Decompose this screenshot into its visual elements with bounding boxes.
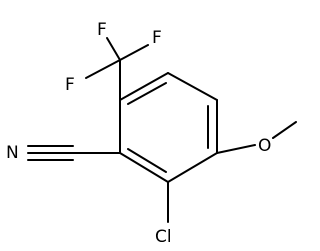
ring-bond-c2-c3 [167,72,218,101]
atom-n: N [6,143,19,163]
benzene-ring [119,72,218,183]
chloro-substituent: Cl [155,181,172,247]
atom-f-left: F [65,75,75,95]
atom-o: O [258,136,271,156]
ring-bond-c1-c2 [119,72,169,101]
bond-ring-o [216,144,256,154]
ring-bond-c5-c6 [119,152,169,183]
atom-f-top: F [97,20,107,40]
methoxy-group: O [216,121,297,156]
atom-cl: Cl [155,227,172,247]
bond-o-ch3 [272,121,297,139]
bond-cf3-f-top [106,37,121,61]
bond-cf3-f-left [85,59,121,79]
trifluoromethyl-group: F F F [65,20,162,101]
ring-double-bond-c1-c2 [127,82,167,105]
nitrile-group: N [6,143,121,163]
ring-double-bond-c5-c6 [127,148,167,173]
chemical-structure-diagram: F F F N O Cl [6,20,297,247]
atom-f-right: F [152,28,162,48]
bond-cf3-f-right [119,44,149,61]
ring-bond-c4-c5 [167,152,218,183]
